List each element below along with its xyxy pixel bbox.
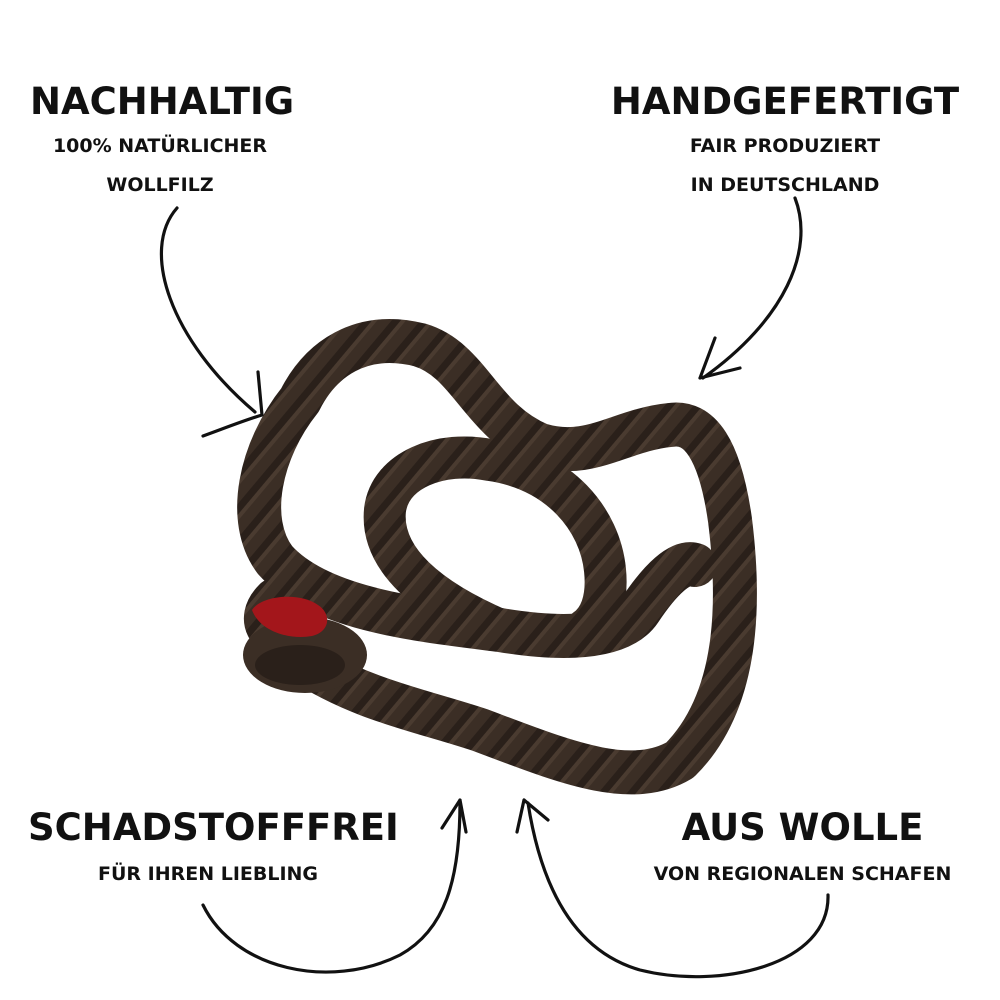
feature-headline: NACHHALTIG bbox=[30, 80, 295, 123]
rope-toy-image bbox=[237, 319, 757, 795]
feature-subline: WOLLFILZ bbox=[106, 174, 214, 196]
arrow-top-right-icon bbox=[698, 196, 803, 380]
feature-subline: IN DEUTSCHLAND bbox=[690, 174, 880, 196]
rope-toy-knot-shadow bbox=[255, 645, 345, 685]
feature-subline: FÜR IHREN LIEBLING bbox=[97, 863, 319, 885]
feature-handmade: HANDGEFERTIGT FAIR PRODUZIERT IN DEUTSCH… bbox=[610, 80, 960, 202]
feature-subline: VON REGIONALEN SCHAFEN bbox=[653, 863, 952, 885]
arrow-bottom-left-icon bbox=[201, 798, 468, 974]
arrow-bottom-right-icon bbox=[515, 798, 830, 979]
rope-toy-red-tip bbox=[252, 596, 328, 637]
feature-sustainable: NACHHALTIG 100% NATÜRLICHER WOLLFILZ bbox=[30, 80, 295, 202]
feature-headline: HANDGEFERTIGT bbox=[610, 80, 960, 123]
feature-headline: AUS WOLLE bbox=[681, 806, 924, 849]
feature-wool: AUS WOLLE VON REGIONALEN SCHAFEN bbox=[630, 806, 975, 891]
feature-subline: FAIR PRODUZIERT bbox=[689, 135, 881, 157]
rope-toy-body bbox=[237, 319, 757, 795]
feature-headline: SCHADSTOFFFREI bbox=[28, 806, 399, 849]
rope-toy-inner-loop bbox=[363, 436, 627, 651]
arrow-top-left-icon bbox=[159, 206, 264, 438]
feature-subline: 100% NATÜRLICHER bbox=[52, 135, 268, 157]
feature-pollutant-free: SCHADSTOFFFREI FÜR IHREN LIEBLING bbox=[28, 806, 399, 891]
